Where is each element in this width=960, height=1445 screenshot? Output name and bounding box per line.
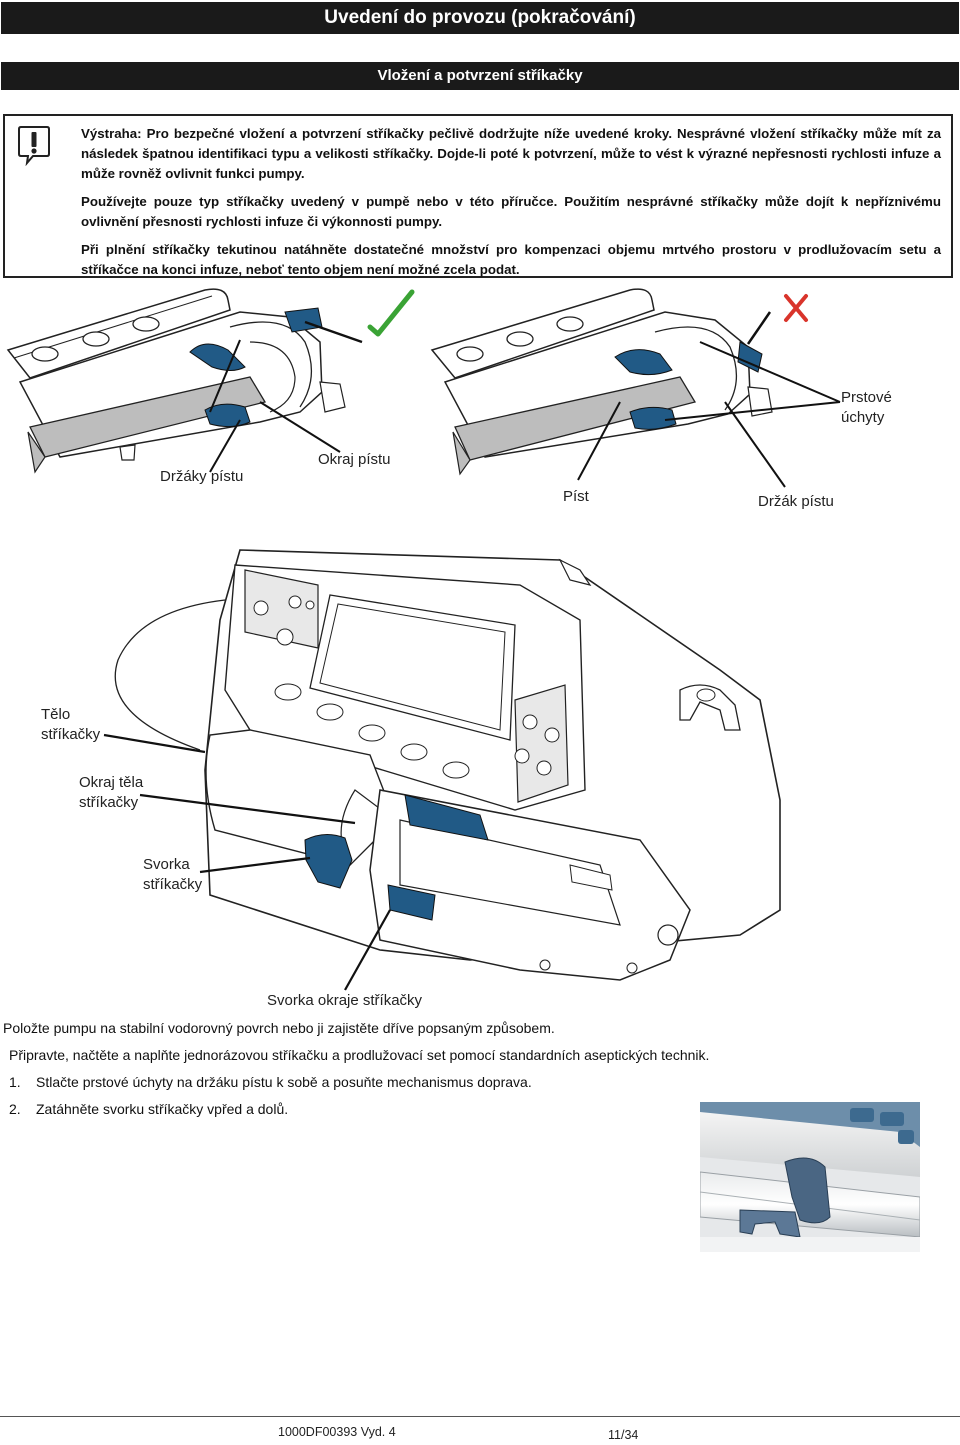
- label-syringe-rim-clamp: Svorka okraje stříkačky: [267, 992, 423, 1009]
- step-1: 1. Stlačte prstové úchyty na držáku pístu…: [9, 1072, 532, 1092]
- page-title: Uvedení do provozu (pokračování): [1, 2, 959, 34]
- syringe-clamp-photo: [700, 1102, 920, 1252]
- step-number: 2.: [9, 1101, 21, 1117]
- document-code: 1000DF00393 Vyd. 4: [278, 1425, 396, 1439]
- page-number: 11/34: [608, 1428, 639, 1442]
- warning-box: Výstraha: Pro bezpečné vložení a potvrze…: [3, 114, 953, 278]
- label-syringe-clamp: Svorka stříkačky: [143, 856, 203, 893]
- prep-text: Připravte, načtěte a naplňte jednorázovo…: [9, 1047, 710, 1063]
- warning-text: Výstraha: Pro bezpečné vložení a potvrze…: [81, 124, 941, 288]
- syringe-pump-figure: [103, 549, 781, 991]
- section-title: Vložení a potvrzení stříkačky: [1, 62, 959, 90]
- plunger-holder-correct-illustration: [6, 288, 415, 474]
- label-plunger: Píst: [563, 488, 589, 505]
- label-plunger-holders: Držáky pístu: [160, 468, 244, 485]
- label-syringe-barrel-rim: Okraj těla stříkačky: [79, 774, 144, 811]
- warning-paragraph-1: Výstraha: Pro bezpečné vložení a potvrze…: [81, 126, 941, 181]
- step-text: Stlačte prstové úchyty na držáku pístu k…: [36, 1074, 532, 1090]
- intro-text: Položte pumpu na stabilní vodorovný povr…: [3, 1020, 555, 1036]
- step-2: 2. Zatáhněte svorku stříkačky vpřed a dol…: [9, 1099, 288, 1119]
- label-plunger-holder: Držák pístu: [758, 493, 834, 510]
- warning-exclamation-icon: [18, 126, 50, 166]
- label-plunger-rim: Okraj pístu: [318, 451, 391, 468]
- label-syringe-barrel: Tělo stříkačky: [41, 706, 101, 743]
- step-text: Zatáhněte svorku stříkačky vpřed a dolů.: [36, 1101, 289, 1117]
- label-finger-grips: Prstové úchyty: [841, 389, 892, 426]
- plunger-holder-incorrect-illustration: [430, 288, 841, 488]
- warning-paragraph-2: Používejte pouze typ stříkačky uvedený v…: [81, 194, 941, 229]
- plunger-holder-figure: [6, 288, 841, 488]
- warning-paragraph-3: Při plnění stříkačky tekutinou natáhněte…: [81, 242, 941, 277]
- step-number: 1.: [9, 1074, 21, 1090]
- footer-divider: [0, 1416, 960, 1417]
